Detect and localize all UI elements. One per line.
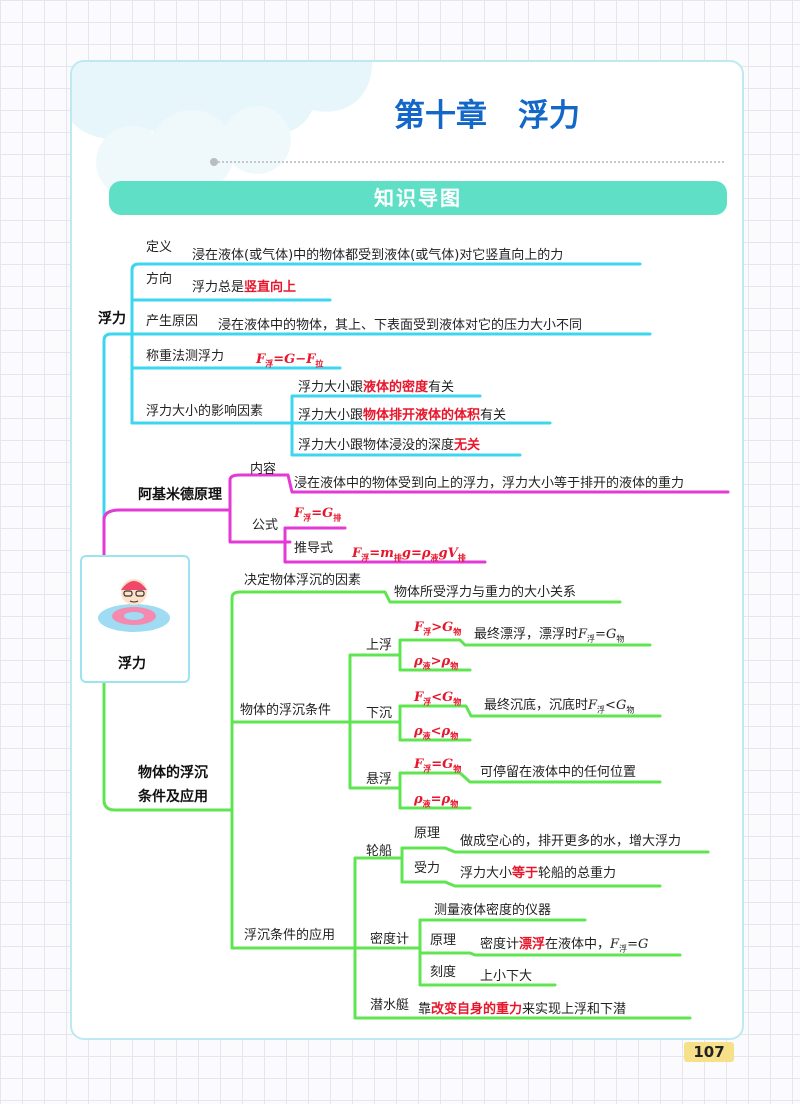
sub-text: 靠改变自身的重力来实现上浮和下潜 xyxy=(418,1002,627,1017)
swimmer-icon xyxy=(98,579,170,632)
dir-text: 浮力总是竖直向上 xyxy=(192,280,297,295)
content-label: 内容 xyxy=(250,462,277,477)
ship-label: 轮船 xyxy=(366,844,393,859)
factor-1: 浮力大小跟液体的密度有关 xyxy=(298,380,455,395)
weigh-formula: F浮=G−F拉 xyxy=(256,352,324,369)
up-label: 上浮 xyxy=(366,638,393,653)
banner xyxy=(109,181,727,215)
dens-label: 密度计 xyxy=(370,932,410,947)
cond-label: 物体的浮沉条件 xyxy=(240,703,332,718)
susp-density: ρ液=ρ物 xyxy=(414,792,459,809)
branch-floating-line1: 物体的浮沉 xyxy=(138,765,208,781)
divider-dot xyxy=(210,158,218,166)
def-label: 定义 xyxy=(146,240,173,255)
dir-label: 方向 xyxy=(146,272,173,287)
cloud-decoration xyxy=(72,62,372,198)
factor-label: 浮力大小的影响因素 xyxy=(146,404,264,419)
cause-text: 浸在液体中的物体，其上、下表面受到液体对它的压力大小不同 xyxy=(218,318,583,333)
dens-text-1: 测量液体密度的仪器 xyxy=(434,903,552,918)
decide-text: 物体所受浮力与重力的大小关系 xyxy=(394,585,577,600)
branch-floating-line2: 条件及应用 xyxy=(138,789,208,805)
derive-label: 推导式 xyxy=(294,541,334,556)
page-card: 第十章 浮力 知识导图 xyxy=(70,60,744,1040)
up-text: 最终漂浮，漂浮时F浮=G物 xyxy=(474,627,625,644)
branch-buoyancy: 浮力 xyxy=(98,311,126,327)
factor-2: 浮力大小跟物体排开液体的体积有关 xyxy=(298,408,507,423)
up-density: ρ液>ρ物 xyxy=(414,654,459,671)
page-number: 107 xyxy=(684,1042,734,1062)
root-label: 浮力 xyxy=(118,656,146,672)
up-formula: F浮>G物 xyxy=(414,620,462,637)
factor-3: 浮力大小跟物体浸没的深度无关 xyxy=(298,438,481,453)
ship-force-text: 浮力大小等于轮船的总重力 xyxy=(460,866,617,881)
dens-scale-text: 上小下大 xyxy=(480,969,533,984)
susp-formula: F浮=G物 xyxy=(414,757,462,774)
branch-archimedes: 阿基米德原理 xyxy=(138,487,222,503)
title-divider xyxy=(213,161,724,163)
dens-principle-text: 密度计漂浮在液体中，F浮=G xyxy=(480,937,649,954)
susp-label: 悬浮 xyxy=(366,772,393,787)
decide-label: 决定物体浮沉的因素 xyxy=(244,573,362,588)
derive-formula: F浮=m排g=ρ液gV排 xyxy=(352,546,466,563)
dens-principle-label: 原理 xyxy=(430,933,457,948)
def-text: 浸在液体(或气体)中的物体都受到液体(或气体)对它竖直向上的力 xyxy=(192,248,564,263)
susp-text: 可停留在液体中的任何位置 xyxy=(480,765,637,780)
weigh-label: 称重法测浮力 xyxy=(146,349,225,364)
down-formula: F浮<G物 xyxy=(414,690,462,707)
dens-scale-label: 刻度 xyxy=(430,965,457,980)
down-label: 下沉 xyxy=(366,706,393,721)
ship-force-label: 受力 xyxy=(414,861,441,876)
ship-principle-text: 做成空心的，排开更多的水，增大浮力 xyxy=(460,834,682,849)
page-title: 第十章 浮力 xyxy=(394,98,580,134)
formula: F浮=G排 xyxy=(294,506,342,523)
formula-label: 公式 xyxy=(252,518,279,533)
sub-label: 潜水艇 xyxy=(370,998,410,1013)
down-text: 最终沉底，沉底时F浮<G物 xyxy=(484,698,635,715)
app-label: 浮沉条件的应用 xyxy=(244,928,336,943)
ship-principle-label: 原理 xyxy=(414,826,441,841)
down-density: ρ液<ρ物 xyxy=(414,724,459,741)
banner-text: 知识导图 xyxy=(374,186,462,210)
content-text: 浸在液体中的物体受到向上的浮力，浮力大小等于排开的液体的重力 xyxy=(294,476,685,491)
cause-label: 产生原因 xyxy=(146,314,199,329)
